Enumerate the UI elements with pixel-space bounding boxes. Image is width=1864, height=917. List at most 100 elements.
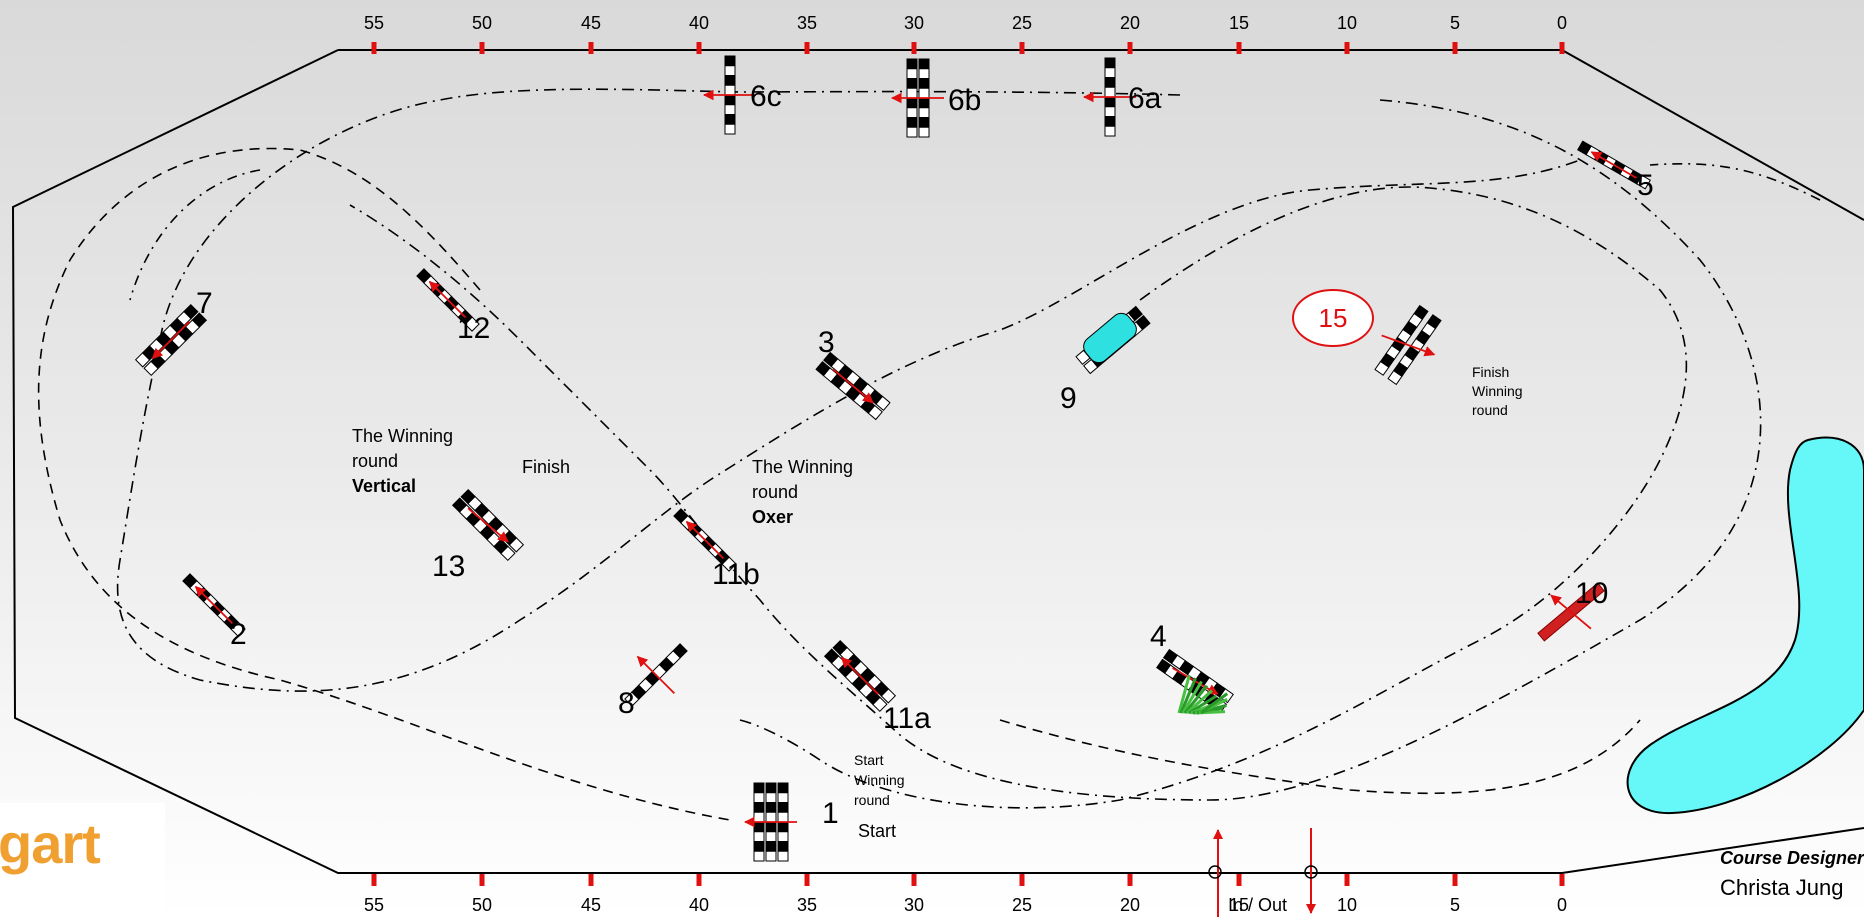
jump-11b-direction-arrow [685, 520, 725, 560]
jump-12-direction-arrow [428, 280, 468, 320]
jump-15-label: 15 [1319, 303, 1348, 333]
jump-13-direction-arrow [467, 507, 509, 543]
jump-8-pole [624, 643, 688, 707]
jump-11a-direction-arrow [840, 656, 880, 696]
jump-13-pole [451, 497, 516, 562]
jump-12 [416, 268, 480, 332]
jump-2-direction-arrow [194, 585, 234, 625]
jump-6c-pole [724, 55, 736, 135]
jump-6b-label: 6b [948, 84, 981, 117]
top-scale-label: 15 [1229, 13, 1249, 33]
jump-11a-label: 11a [883, 702, 931, 735]
jump-6a-label: 6a [1128, 82, 1162, 115]
top-scale-label: 20 [1120, 13, 1140, 33]
course-path-dashdot [116, 88, 1762, 801]
top-scale-label: 50 [472, 13, 492, 33]
jump-7 [134, 303, 208, 377]
jump-15 [1374, 304, 1442, 386]
jump-3 [815, 351, 891, 421]
water-pond [1626, 436, 1864, 815]
jump-6a [1082, 57, 1136, 137]
bottom-scale-label: 55 [364, 895, 384, 915]
jump-6c-label: 6c [750, 80, 782, 113]
jump-9-label: 9 [1060, 382, 1077, 415]
jump-2-label: 2 [230, 618, 247, 651]
bottom-scale-label: 50 [472, 895, 492, 915]
bottom-scale-label: 25 [1012, 895, 1032, 915]
bottom-scale-label: 5 [1450, 895, 1460, 915]
jump-3-direction-arrow [832, 368, 874, 404]
course-path-dashdot-2 [739, 186, 1688, 809]
jump-11a [823, 639, 897, 713]
jump-5-direction-arrow [1590, 151, 1637, 179]
svg-text:Finish: Finish [1472, 364, 1509, 380]
top-scale-label: 25 [1012, 13, 1032, 33]
bottom-scale-label: 35 [797, 895, 817, 915]
bottom-scale-label: 45 [581, 895, 601, 915]
jump-5 [1577, 140, 1651, 190]
arena-outline [11, 49, 1864, 874]
jump-8-label: 8 [618, 687, 635, 720]
sponsor-logo: gart [0, 803, 165, 917]
note-start-winning: Start Winning round [854, 752, 905, 808]
jump-13 [451, 488, 525, 562]
note-finish: Finish [522, 457, 570, 477]
top-scale-label: 5 [1450, 13, 1460, 33]
top-scale-label: 55 [364, 13, 384, 33]
jump-13-label: 13 [432, 550, 465, 583]
jump-8 [624, 643, 688, 707]
jump-1 [743, 782, 797, 862]
jump-4-shrubs [1177, 675, 1229, 715]
jump-10-direction-arrow [1550, 594, 1592, 630]
jump-3-label: 3 [818, 326, 835, 359]
note-finish-winning: Finish Winning round [1472, 364, 1523, 418]
bottom-scale-label: 30 [904, 895, 924, 915]
note-winning-vertical: The Winning round Vertical [352, 426, 453, 496]
course-path-dash [37, 147, 1641, 821]
top-scale-label: 40 [689, 13, 709, 33]
jump-10-label: 10 [1575, 577, 1608, 610]
top-scale-label: 45 [581, 13, 601, 33]
jump-10 [1537, 582, 1605, 642]
svg-text:round: round [352, 451, 398, 471]
svg-text:round: round [752, 482, 798, 502]
jump-1-pole [753, 782, 765, 862]
svg-text:Winning: Winning [854, 772, 905, 788]
jump-2 [182, 573, 246, 637]
jump-15-circle [1292, 289, 1374, 347]
bottom-scale-label: 20 [1120, 895, 1140, 915]
note-start: Start [858, 821, 896, 841]
jump-8-direction-arrow [636, 655, 676, 695]
jump-7-direction-arrow [151, 320, 191, 360]
jump-6b-pole [906, 58, 918, 138]
course-path-3 [129, 162, 1821, 301]
bottom-scale-label: 10 [1337, 895, 1357, 915]
jump-4-label: 4 [1150, 620, 1167, 653]
svg-text:The Winning: The Winning [752, 457, 853, 477]
jump-6c [702, 55, 756, 135]
top-scale-label: 10 [1337, 13, 1357, 33]
jump-11b [673, 508, 737, 572]
svg-text:Start: Start [854, 752, 884, 768]
top-scale-label: 30 [904, 13, 924, 33]
bottom-scale-label: 40 [689, 895, 709, 915]
jump-6b [890, 58, 944, 138]
top-scale-label: 0 [1557, 13, 1567, 33]
svg-text:round: round [1472, 402, 1508, 418]
jump-11a-pole [823, 648, 888, 713]
note-winning-oxer: The Winning round Oxer [752, 457, 853, 527]
svg-text:The Winning: The Winning [352, 426, 453, 446]
course-designer-block: Course Designer Christa Jung [1720, 848, 1864, 901]
jump-7-label: 7 [196, 287, 213, 320]
svg-text:Winning: Winning [1472, 383, 1523, 399]
svg-text:In / Out: In / Out [1228, 895, 1287, 915]
jump-9-water-tray [1083, 312, 1137, 364]
logo-text: gart [0, 812, 101, 875]
in-out-gate: In / Out [1208, 828, 1318, 917]
svg-text:round: round [854, 792, 890, 808]
jump-1-label: 1 [822, 797, 839, 830]
